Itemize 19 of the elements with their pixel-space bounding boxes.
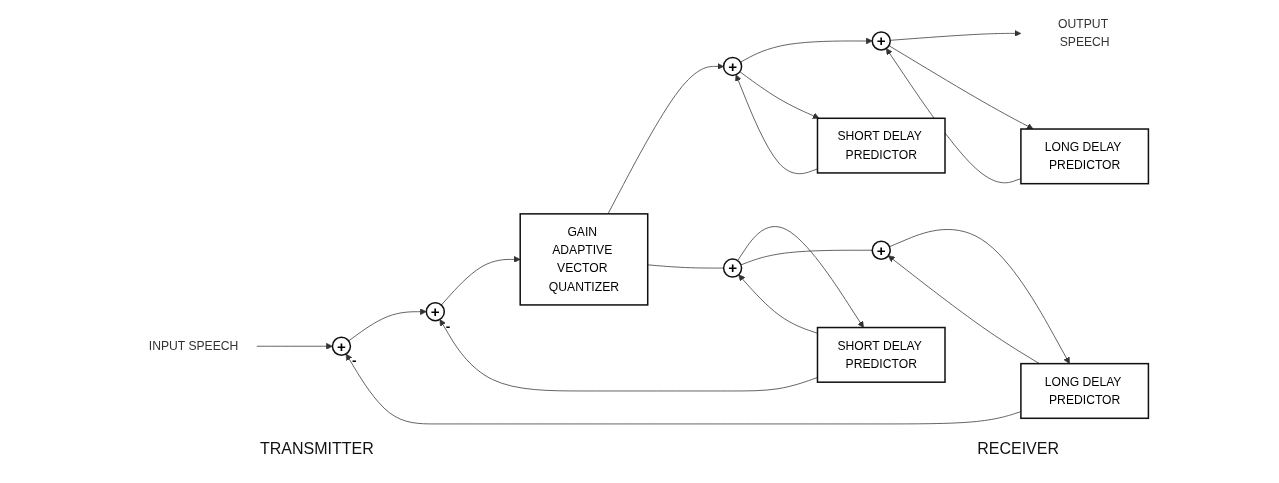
node-box: SHORT DELAY PREDICTOR	[816, 117, 946, 174]
node-box: LONG DELAY PREDICTOR	[1020, 362, 1150, 420]
connector	[740, 249, 873, 266]
section-label: TRANSMITTER	[260, 440, 374, 458]
node-circle: +	[722, 258, 743, 278]
minus-sign: -	[445, 318, 451, 334]
node-box: SHORT DELAY PREDICTOR	[816, 326, 946, 383]
node-circle: +	[722, 56, 743, 77]
connector	[647, 264, 724, 269]
node-circle: +	[871, 31, 891, 51]
section-label: RECEIVER	[977, 440, 1059, 458]
node-box: GAIN ADAPTIVE VECTOR QUANTIZER	[519, 213, 649, 306]
node-text: INPUT SPEECH	[148, 339, 239, 353]
node-circle: +	[331, 336, 352, 356]
node-box: LONG DELAY PREDICTOR	[1020, 128, 1150, 185]
node-circle: +	[425, 301, 446, 322]
node-circle: +	[871, 240, 891, 260]
node-text: OUTPUT SPEECH	[1058, 17, 1110, 49]
minus-sign: -	[351, 353, 357, 369]
